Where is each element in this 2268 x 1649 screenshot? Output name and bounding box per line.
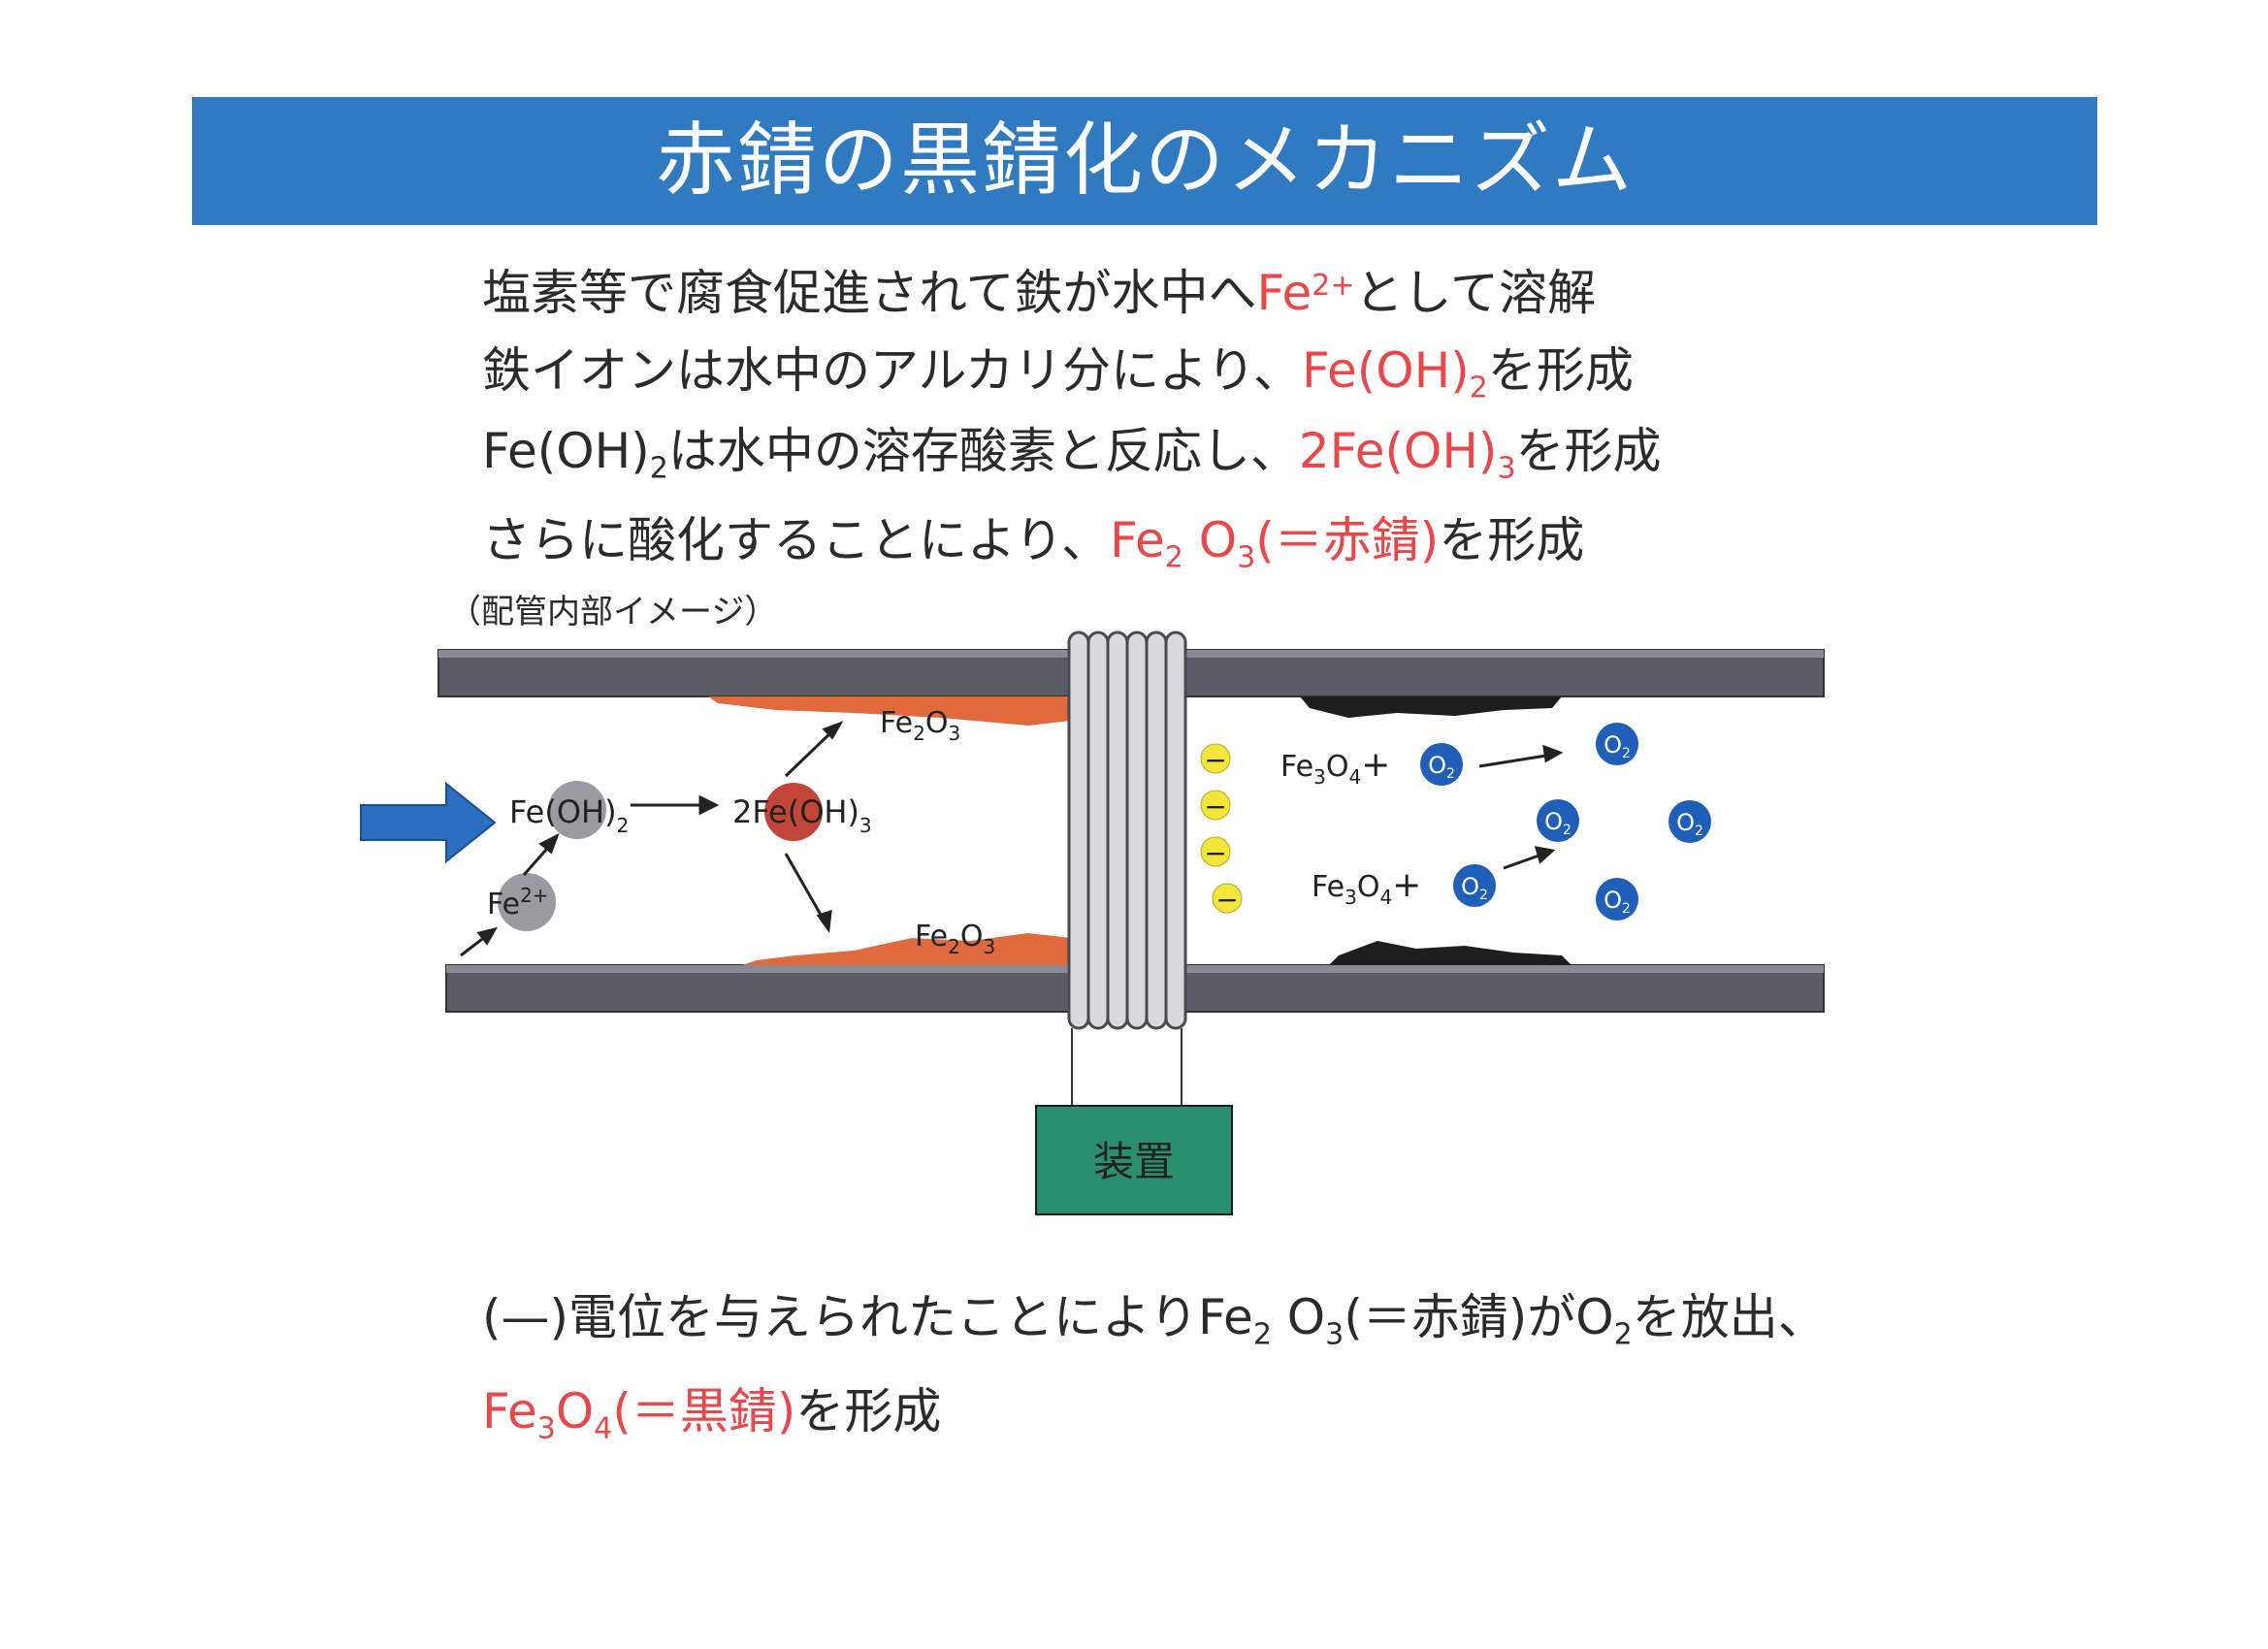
- feoh2-label: Fe(OH)2: [509, 793, 629, 837]
- fe3o4-label-b: Fe3O4+: [1312, 865, 1421, 909]
- arrowhead: [822, 721, 844, 740]
- minus-sign: −: [1215, 884, 1238, 916]
- minus-ball: [1200, 790, 1231, 821]
- arrow-feoh3-bottom: [784, 853, 826, 922]
- o2-molecules: O2 O2 O2 O2 O2 O2: [1420, 723, 1711, 921]
- minus-sign: −: [1204, 744, 1226, 776]
- feoh2-ball: [548, 781, 606, 839]
- svg-text:O2: O2: [1604, 731, 1631, 761]
- minus-charges: − − − −: [1200, 743, 1243, 916]
- line5-mid1: O: [1271, 1289, 1326, 1345]
- minus-ball: [1200, 836, 1231, 867]
- black-rust-top: [1300, 696, 1562, 718]
- text-line-3: Fe(OH)2は水中の溶存酸素と反応し、2Fe(OH)3を形成: [482, 412, 1662, 486]
- minus-ball: [1200, 743, 1231, 774]
- arrow-o2-top: [1478, 753, 1553, 768]
- title-bar: 赤錆の黒錆化のメカニズム: [192, 97, 2097, 225]
- line3-red: 2Fe(OH)3: [1298, 423, 1516, 486]
- line5-post: を放出、: [1632, 1289, 1827, 1345]
- coil-ring: [1086, 630, 1110, 1030]
- svg-text:O2: O2: [1676, 809, 1703, 839]
- coil-ring: [1106, 630, 1129, 1030]
- svg-text:O2: O2: [1604, 887, 1631, 917]
- line3-sub: 2: [649, 451, 668, 486]
- text-line-1: 塩素等で腐食促進されて鉄が水中へFe2+として溶解: [482, 254, 1596, 324]
- feoh3-ball: [764, 783, 823, 841]
- line3-base: Fe(OH): [482, 423, 650, 479]
- o2-ball: O2: [1669, 800, 1711, 843]
- svg-text:O2: O2: [1544, 808, 1571, 838]
- text-line-4: さらに酸化することにより、Fe2 O3(＝赤錆)を形成: [482, 501, 1584, 575]
- line1-text: 塩素等で腐食促進されて鉄が水中へ: [482, 265, 1257, 321]
- text-line-5: (—)電位を与えられたことによりFe2 O3(＝赤錆)がO2を放出、: [482, 1278, 1827, 1352]
- fe2-label: Fe2+: [487, 884, 549, 922]
- diagram-caption: （配管内部イメージ）: [448, 593, 778, 631]
- line5-sub2: 3: [1325, 1317, 1345, 1352]
- fe2-ball: [498, 873, 556, 931]
- line4-text: さらに酸化することにより、: [482, 512, 1110, 568]
- arrowhead: [698, 794, 720, 816]
- coil-ring: [1164, 630, 1187, 1030]
- o2-ball: O2: [1596, 878, 1638, 921]
- arrowhead: [1542, 744, 1564, 763]
- page-title: 赤錆の黒錆化のメカニズム: [655, 114, 1634, 207]
- fe3o4-label-a: Fe3O4+: [1280, 745, 1390, 789]
- device-box: [1035, 1105, 1233, 1215]
- coil-ring: [1145, 630, 1168, 1030]
- line3-mid: は水中の溶存酸素と反応し、: [667, 423, 1299, 479]
- line2-red: Fe(OH)2: [1302, 342, 1488, 405]
- arrowhead: [816, 909, 832, 934]
- arrowhead: [476, 926, 499, 946]
- o2-ball: O2: [1420, 743, 1463, 786]
- minus-sign: −: [1204, 837, 1226, 869]
- line1-post: として溶解: [1354, 265, 1597, 321]
- arrow-feoh3-top: [784, 728, 836, 778]
- line4-red: Fe2 O3(＝赤錆): [1110, 512, 1440, 575]
- o2-ball: O2: [1537, 799, 1579, 842]
- line6-red: Fe3O4(＝黒錆): [482, 1383, 796, 1446]
- arrowhead: [538, 832, 560, 855]
- pipe-diagram: 装置 Fe(OH)2 Fe2+ 2Fe(OH)3 Fe2O3 Fe2O3 − −…: [360, 630, 1825, 1215]
- fe2o3-bottom-label: Fe2O3: [915, 920, 995, 958]
- device-label: 装置: [1093, 1138, 1175, 1185]
- line5-mid2: (＝赤錆)がO: [1344, 1289, 1614, 1345]
- line5-sub3: 2: [1613, 1317, 1633, 1352]
- coil-ring: [1067, 630, 1090, 1030]
- o2-ball: O2: [1596, 723, 1638, 765]
- text-line-2: 鉄イオンは水中のアルカリ分により、Fe(OH)2を形成: [482, 332, 1634, 405]
- o2-ball: O2: [1453, 864, 1496, 907]
- line6-post: を形成: [795, 1383, 942, 1439]
- coil-ring: [1125, 630, 1149, 1030]
- coil: [1067, 630, 1187, 1030]
- black-rust-bottom: [1329, 941, 1571, 965]
- line5-sub1: 2: [1252, 1317, 1272, 1352]
- minus-sign: −: [1204, 791, 1226, 823]
- line3-post: を形成: [1515, 423, 1662, 479]
- fe2o3-top-label: Fe2O3: [880, 706, 960, 745]
- line2-text: 鉄イオンは水中のアルカリ分により、: [482, 342, 1302, 399]
- arrowhead: [1534, 846, 1556, 864]
- svg-text:O2: O2: [1428, 752, 1455, 782]
- flow-arrow: [360, 781, 497, 864]
- minus-ball: [1212, 883, 1243, 914]
- line2-post: を形成: [1487, 342, 1634, 399]
- line4-post: を形成: [1439, 512, 1585, 568]
- red-rust-bottom: [742, 933, 1096, 965]
- line1-red: Fe2+: [1256, 265, 1355, 321]
- red-rust-top: [708, 696, 1096, 726]
- svg-text:O2: O2: [1461, 873, 1488, 903]
- text-line-6: Fe3O4(＝黒錆)を形成: [482, 1373, 941, 1446]
- feoh3-label: 2Fe(OH)3: [732, 793, 872, 837]
- line5-text: (—)電位を与えられたことによりFe: [482, 1289, 1253, 1345]
